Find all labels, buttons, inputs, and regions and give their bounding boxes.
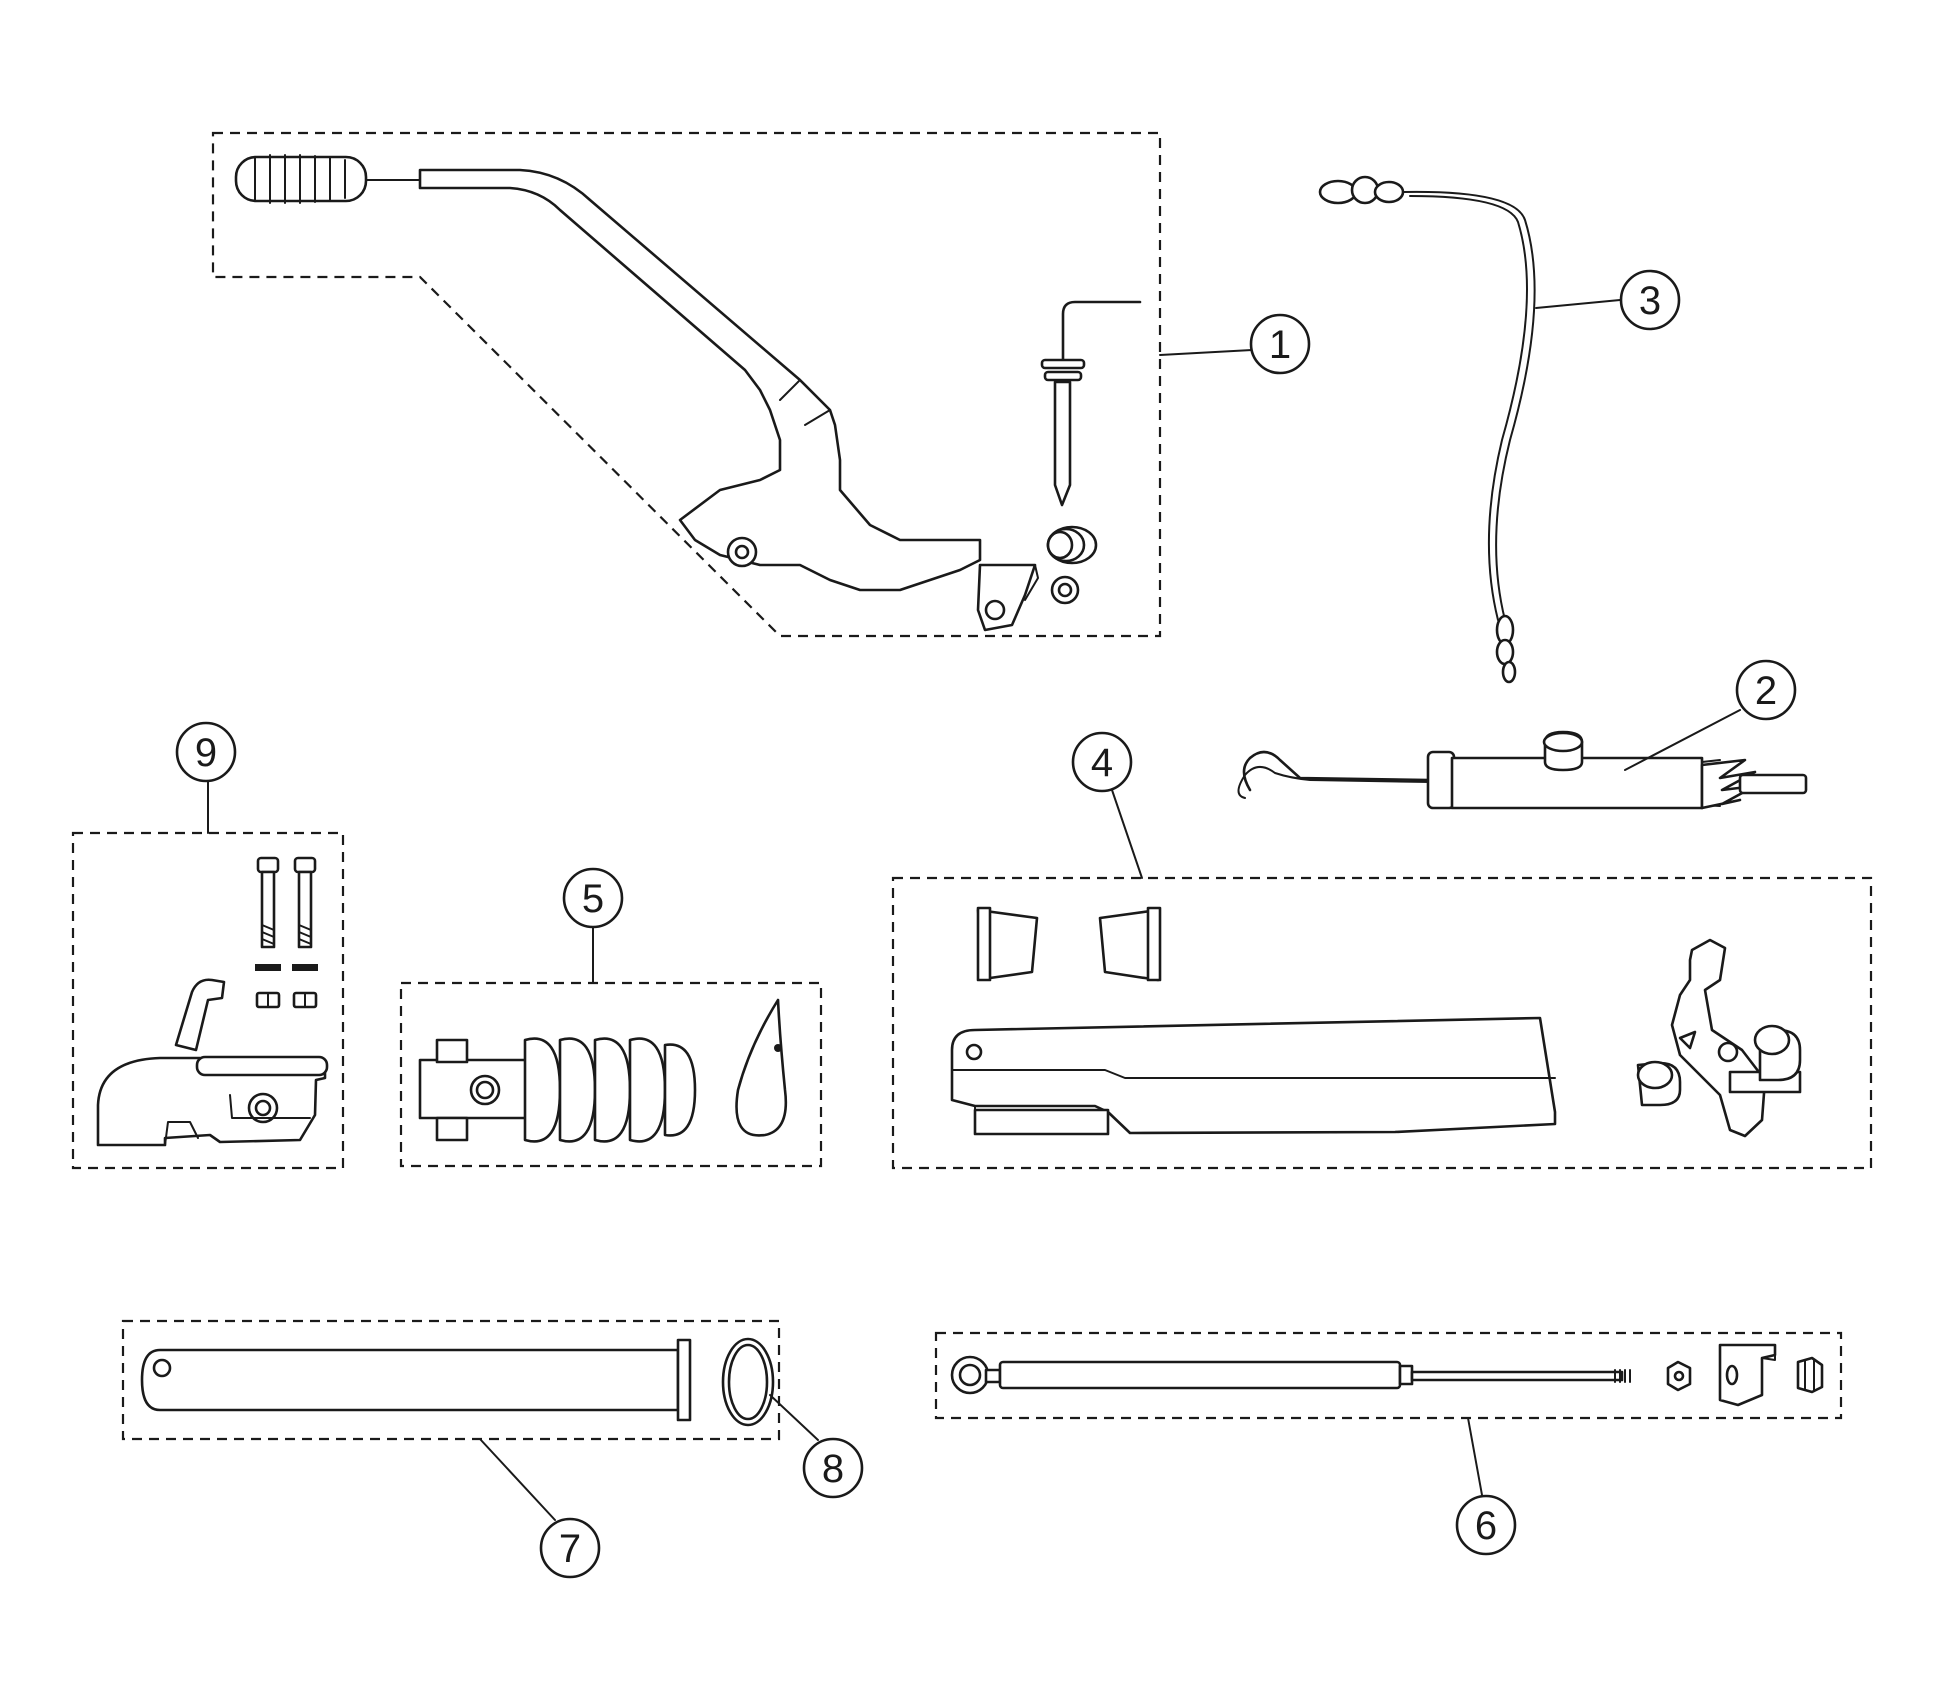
part-3-breakaway-cable <box>1318 175 1536 684</box>
callout-7-label: 7 <box>559 1527 581 1571</box>
callout-9: 9 <box>175 721 237 783</box>
boot-kit-cable-tie <box>735 998 788 1137</box>
lever-release-pin <box>1040 300 1142 507</box>
lever-nut <box>1050 575 1080 605</box>
head-kit-washer-left <box>255 964 281 971</box>
shock-nut-inner <box>1666 1360 1692 1392</box>
shock-mount-bracket <box>1718 1343 1777 1407</box>
callout-8: 8 <box>802 1437 864 1499</box>
head-kit-bolt-left <box>256 856 280 949</box>
group-4-outline <box>891 876 1873 1170</box>
group-5-boot-kit <box>399 981 823 1168</box>
shock-rod <box>1410 1369 1631 1383</box>
head-kit-handle <box>174 978 226 1052</box>
housing-bushing-left <box>976 906 1039 982</box>
head-kit-bolt-right <box>293 856 317 949</box>
group-5-outline <box>399 981 823 1168</box>
group-6-shock-absorber <box>934 1331 1843 1420</box>
shock-nut-outer <box>1796 1356 1824 1394</box>
head-kit-coupler-head <box>96 1055 329 1147</box>
callout-4-label: 4 <box>1091 741 1113 785</box>
brake-lever-arm <box>418 168 982 592</box>
callout-4: 4 <box>1071 731 1133 793</box>
o-ring-8 <box>721 1337 775 1427</box>
callout-2-label: 2 <box>1755 669 1777 713</box>
callout-1: 1 <box>1249 313 1311 375</box>
group-4-coupler-housing <box>891 876 1873 1170</box>
lever-grip-boot <box>234 154 368 204</box>
group-1-outline <box>211 131 1162 638</box>
housing-bushing-right <box>1098 906 1162 982</box>
lever-spring-washer <box>1046 525 1098 565</box>
shock-body <box>998 1360 1414 1390</box>
callout-3-label: 3 <box>1639 279 1661 323</box>
head-kit-washer-right <box>292 964 318 971</box>
callout-8-label: 8 <box>822 1447 844 1491</box>
group-9-outline <box>71 831 345 1170</box>
callout-1-label: 1 <box>1269 323 1291 367</box>
callout-6-label: 6 <box>1475 1504 1497 1548</box>
lever-clevis-bracket <box>976 563 1039 632</box>
group-9-coupler-head-kit <box>71 831 345 1170</box>
callout-5-label: 5 <box>582 877 604 921</box>
callout-7: 7 <box>539 1517 601 1579</box>
group-1-brake-lever-assembly <box>211 131 1162 638</box>
boot-kit-bellows <box>523 1037 697 1143</box>
callout-5: 5 <box>562 867 624 929</box>
callout-3: 3 <box>1619 269 1681 331</box>
callout-9-label: 9 <box>195 731 217 775</box>
group-7-outline <box>121 1319 781 1441</box>
pivot-pin-shaft <box>140 1338 692 1422</box>
shock-eye <box>950 1355 1002 1395</box>
housing-sleeve-lower <box>1636 1060 1682 1107</box>
callout-6: 6 <box>1455 1494 1517 1556</box>
part-2-breakaway-switch <box>1237 730 1808 810</box>
housing-body <box>950 1016 1557 1136</box>
housing-sleeve-upper <box>1753 1024 1802 1082</box>
callout-2: 2 <box>1735 659 1797 721</box>
group-7-pivot-pin <box>121 1319 781 1441</box>
